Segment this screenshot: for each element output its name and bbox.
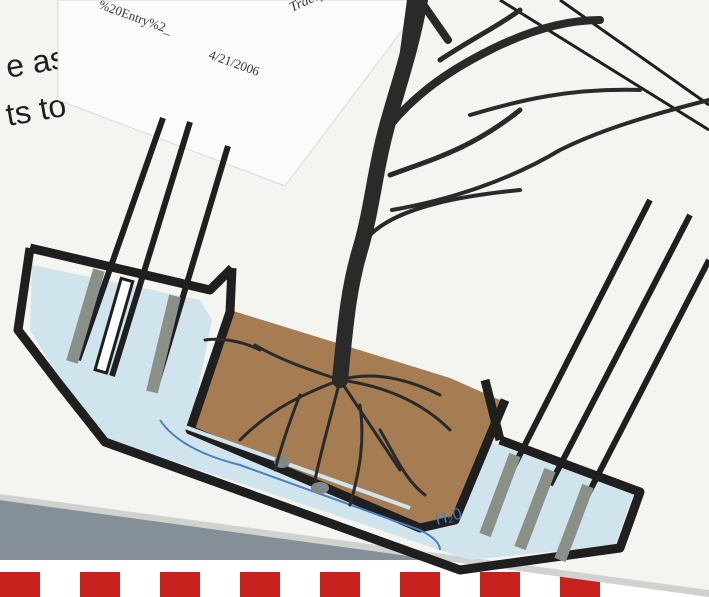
photo-scene: e as ts to %20Entry%2_ 4/21/2006 Tracey … (0, 0, 709, 597)
